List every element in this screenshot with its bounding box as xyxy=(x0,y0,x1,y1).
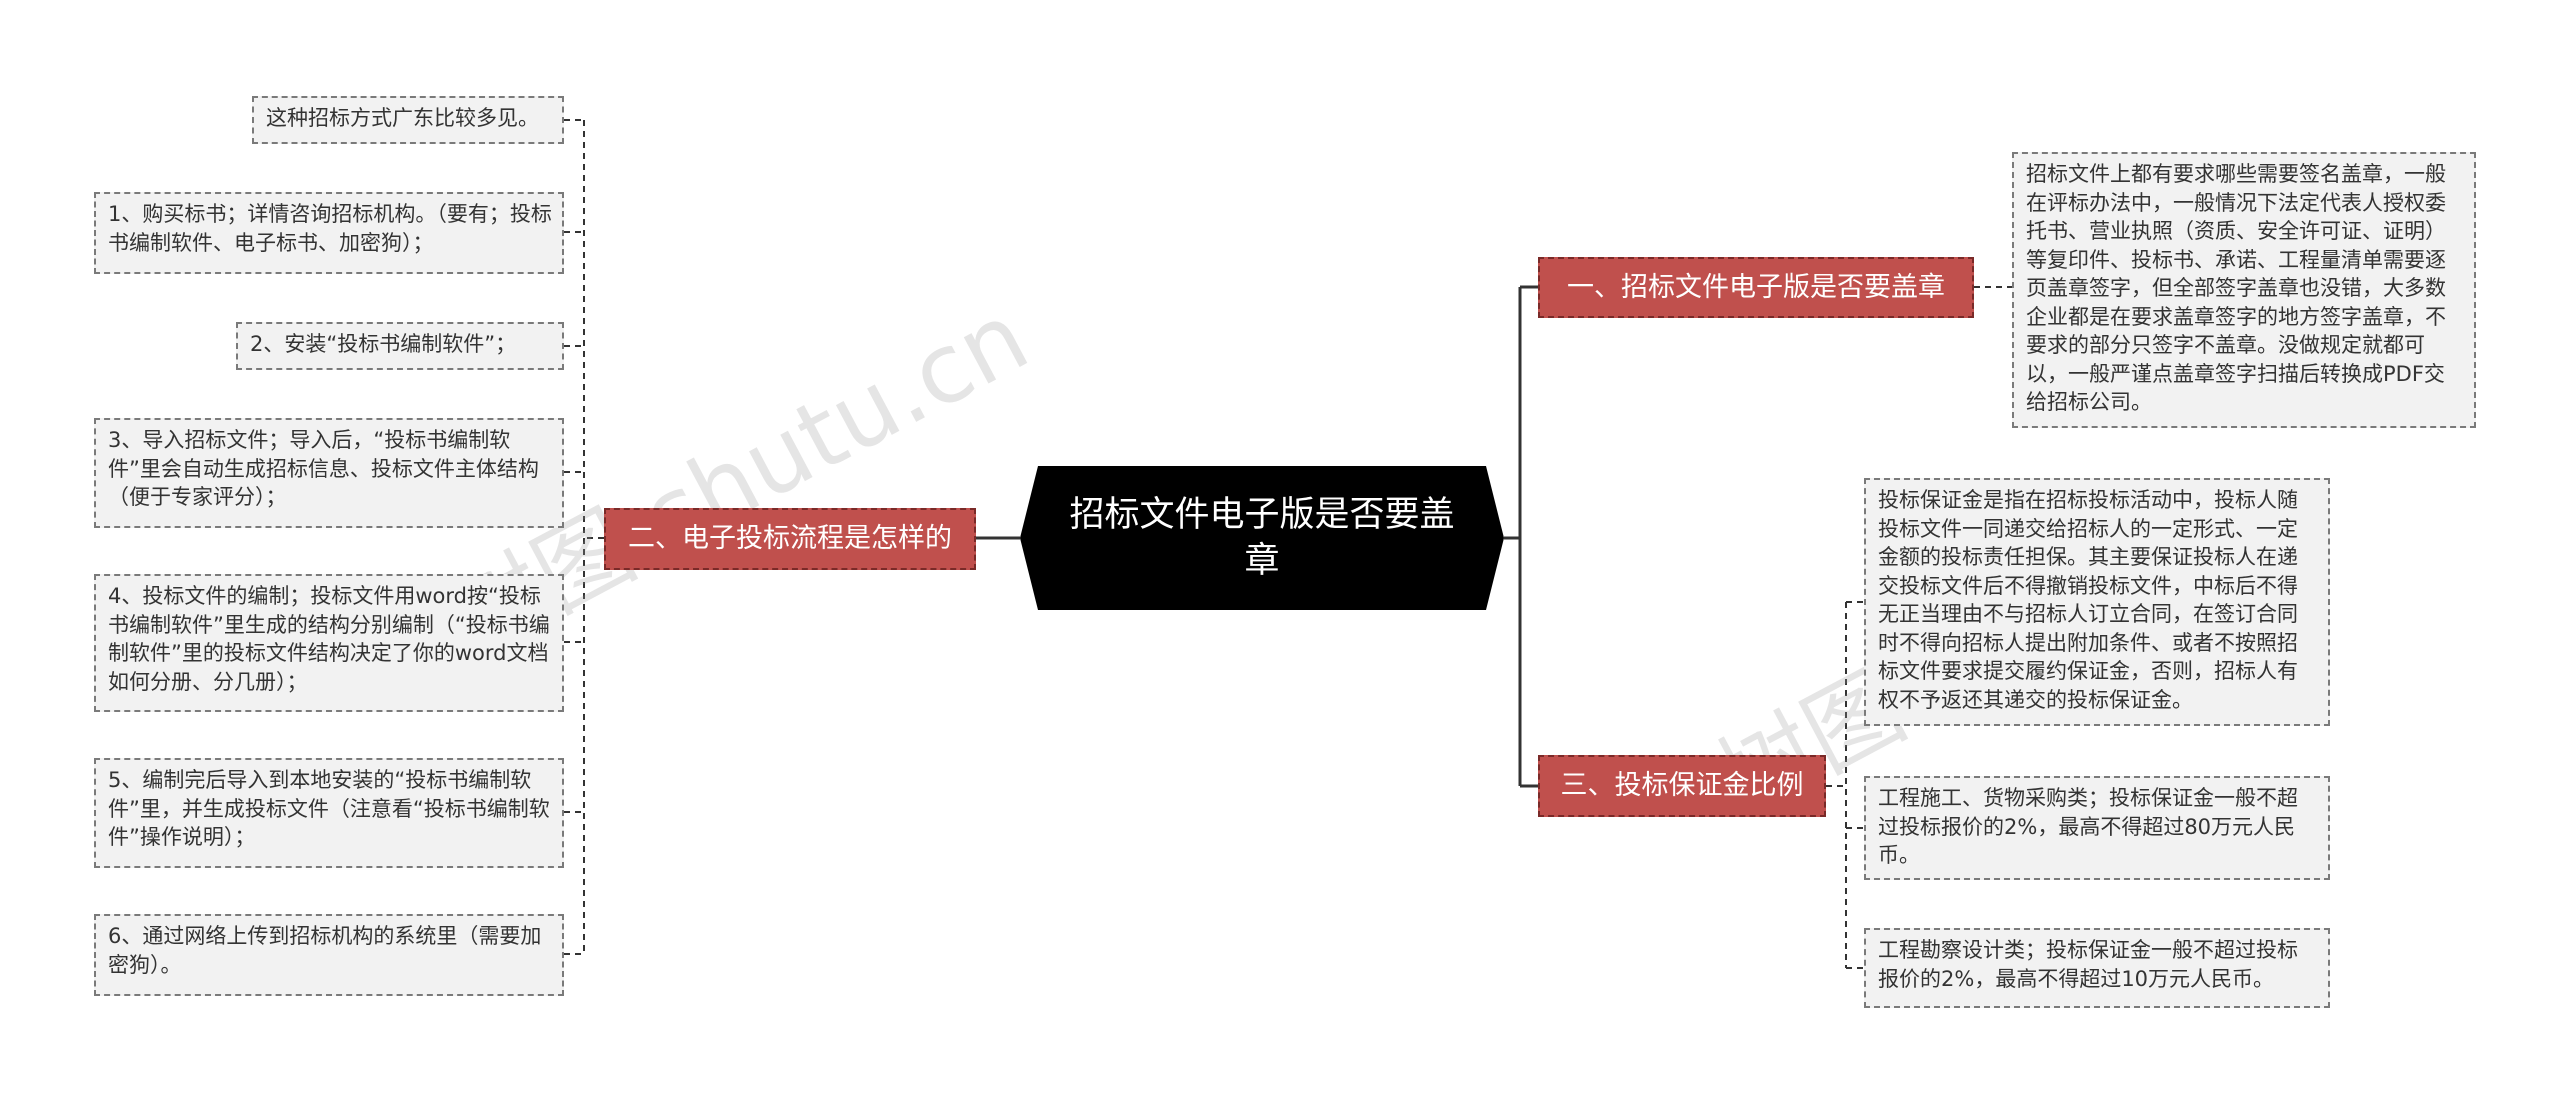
root-shape xyxy=(1020,466,1504,610)
root-node[interactable]: 招标文件电子版是否要盖章 xyxy=(1020,466,1504,610)
branch-label-1: 一、招标文件电子版是否要盖章 xyxy=(1567,271,1945,303)
leaf-text: 这种招标方式广东比较多见。 xyxy=(266,106,539,130)
leaf-text: 工程施工、货物采购类；投标保证金一般不超过投标报价的2%，最高不得超过80万元人… xyxy=(1878,786,2298,867)
leaf-node-3-3[interactable]: 工程勘察设计类；投标保证金一般不超过投标报价的2%，最高不得超过10万元人民币。 xyxy=(1864,928,2330,1008)
branch-node-1[interactable]: 一、招标文件电子版是否要盖章 xyxy=(1538,257,1974,318)
leaf-node-2-5[interactable]: 4、投标文件的编制；投标文件用word按“投标书编制软件”里生成的结构分别编制（… xyxy=(94,574,564,712)
leaf-text: 6、通过网络上传到招标机构的系统里（需要加密狗）。 xyxy=(108,924,542,977)
leaf-node-1-1[interactable]: 招标文件上都有要求哪些需要签名盖章，一般在评标办法中，一般情况下法定代表人授权委… xyxy=(2012,152,2476,428)
branch-label-2: 二、电子投标流程是怎样的 xyxy=(628,523,952,554)
leaf-node-3-1[interactable]: 投标保证金是指在招标投标活动中，投标人随投标文件一同递交给招标人的一定形式、一定… xyxy=(1864,478,2330,726)
leaf-text: 1、购买标书；详情咨询招标机构。（要有；投标书编制软件、电子标书、加密狗）； xyxy=(108,202,552,255)
branch-node-2[interactable]: 二、电子投标流程是怎样的 xyxy=(604,508,976,570)
root-label: 招标文件电子版是否要盖章 xyxy=(1069,495,1455,581)
leaf-node-2-7[interactable]: 6、通过网络上传到招标机构的系统里（需要加密狗）。 xyxy=(94,914,564,996)
leaf-node-2-4[interactable]: 3、导入招标文件；导入后，“投标书编制软件”里会自动生成招标信息、投标文件主体结… xyxy=(94,418,564,528)
leaf-text: 招标文件上都有要求哪些需要签名盖章，一般在评标办法中，一般情况下法定代表人授权委… xyxy=(2026,162,2446,414)
leaf-node-2-1[interactable]: 这种招标方式广东比较多见。 xyxy=(252,96,564,144)
leaf-text: 投标保证金是指在招标投标活动中，投标人随投标文件一同递交给招标人的一定形式、一定… xyxy=(1878,488,2298,712)
leaf-text: 3、导入招标文件；导入后，“投标书编制软件”里会自动生成招标信息、投标文件主体结… xyxy=(108,428,539,509)
leaf-node-3-2[interactable]: 工程施工、货物采购类；投标保证金一般不超过投标报价的2%，最高不得超过80万元人… xyxy=(1864,776,2330,880)
leaf-text: 4、投标文件的编制；投标文件用word按“投标书编制软件”里生成的结构分别编制（… xyxy=(108,584,550,694)
leaf-node-2-2[interactable]: 1、购买标书；详情咨询招标机构。（要有；投标书编制软件、电子标书、加密狗）； xyxy=(94,192,564,274)
leaf-text: 工程勘察设计类；投标保证金一般不超过投标报价的2%，最高不得超过10万元人民币。 xyxy=(1878,938,2298,991)
leaf-node-2-6[interactable]: 5、编制完后导入到本地安装的“投标书编制软件”里，并生成投标文件（注意看“投标书… xyxy=(94,758,564,868)
branch-label-3: 三、投标保证金比例 xyxy=(1560,770,1804,801)
branch-node-3[interactable]: 三、投标保证金比例 xyxy=(1538,755,1826,817)
leaf-node-2-3[interactable]: 2、安装“投标书编制软件”； xyxy=(236,322,564,370)
leaf-text: 2、安装“投标书编制软件”； xyxy=(250,332,517,356)
leaf-text: 5、编制完后导入到本地安装的“投标书编制软件”里，并生成投标文件（注意看“投标书… xyxy=(108,768,550,849)
